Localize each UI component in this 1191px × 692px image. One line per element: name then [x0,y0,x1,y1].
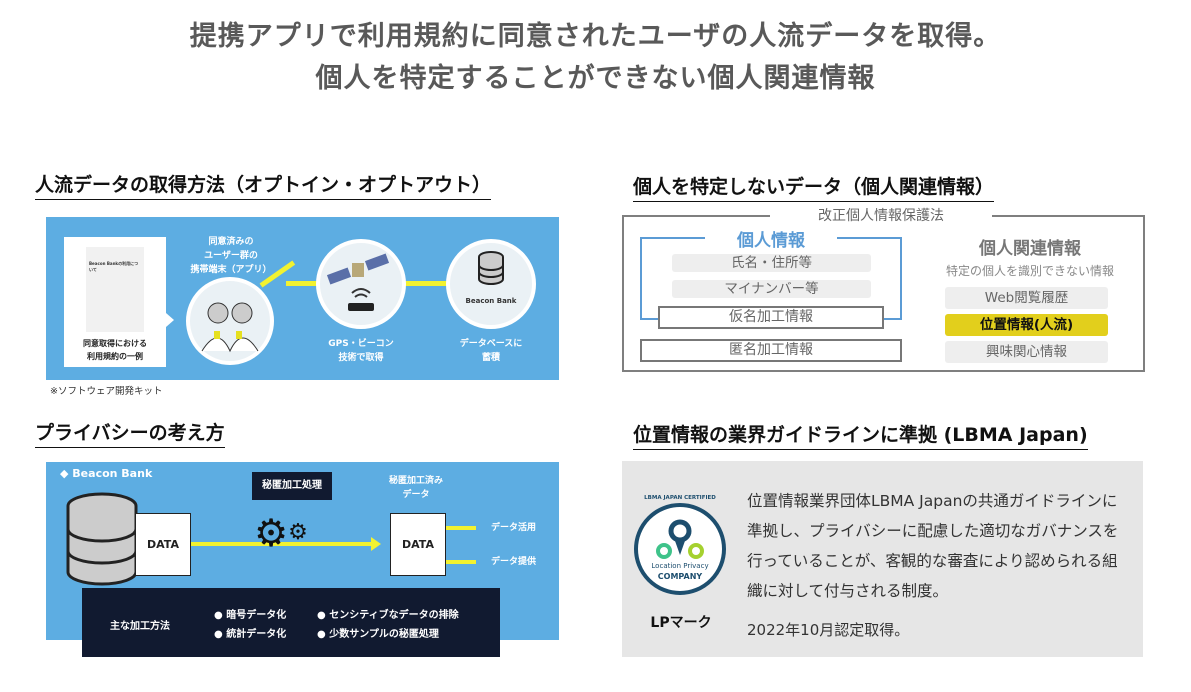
methods-title: 主な加工方法 [110,621,170,632]
output-provide: データ提供 [491,557,537,567]
connector-line [406,281,446,286]
page-title-line1: 提携アプリで利用規約に同意されたユーザの人流データを取得。 [189,21,1002,52]
method-item: ● 統計データ化 [214,629,287,640]
badge-bottom-text: COMPANY [657,572,703,581]
lp-mark-label: LPマーク [650,615,712,631]
satellite-icon [326,253,390,311]
output-arrow [446,560,476,564]
arrow-head [371,537,381,551]
process-label: 秘匿加工処理 [252,472,332,500]
database-illustration: Beacon Bank [446,239,536,329]
output-use: データ活用 [491,523,537,533]
methods-box: 主な加工方法 ● 暗号データ化 ● 統計データ化 ● センシティブなデータの排除… [82,588,500,657]
method-item: ● 少数サンプルの秘匿処理 [317,629,439,640]
raw-data-doc: DATA [135,513,191,576]
database-icon [478,251,504,285]
law-label: 改正個人情報保護法 [770,205,992,225]
related-info-subtitle: 特定の個人を識別できない情報 [945,264,1114,278]
processed-label: 秘匿加工済み データ [388,476,443,500]
pseudonymized-info: 仮名加工情報 [658,306,884,329]
speech-pointer [166,313,174,327]
section-heading-acquisition: 人流データの取得方法（オプトイン・オプトアウト） [35,170,492,200]
method-item: ● センシティブなデータの排除 [317,610,459,621]
acquisition-panel: Beacon Bankの利用について 同意取得における 利用規約の一例 同意済み… [46,217,559,380]
gps-illustration [316,239,406,329]
brand-name: Beacon Bank [72,467,153,480]
users-label: 同意済みの ユーザー群の 携帯端末（アプリ） [190,237,272,275]
related-item: Web閲覧履歴 [945,287,1108,309]
page-title-line2: 個人を特定することができない個人関連情報 [315,63,876,94]
terms-caption: 同意取得における 利用規約の一例 [83,339,147,361]
section-heading-privacy: プライバシーの考え方 [35,418,225,448]
people-icon [201,302,259,353]
output-arrow [446,526,476,530]
personal-item: マイナンバー等 [672,280,871,298]
db-label: データベースに 蓄積 [459,339,523,363]
gps-label: GPS・ビーコン 技術で取得 [328,339,394,363]
personal-item: 氏名・住所等 [672,254,871,272]
processed-data-doc: DATA [390,513,446,576]
lp-mark-badge: LBMA JAPAN CERTIFIED Location Privacy CO… [634,495,726,595]
terms-document: Beacon Bankの利用について 同意取得における 利用規約の一例 [64,237,166,367]
related-info-title: 個人関連情報 [979,239,1081,259]
certification-date: 2022年10月認定取得。 [747,621,910,639]
process-arrow [191,542,371,546]
footnote: ※ソフトウェア開発キット [50,386,163,397]
guideline-box: LBMA JAPAN CERTIFIED Location Privacy CO… [622,461,1143,657]
related-item: 興味関心情報 [945,341,1108,363]
section-heading-guideline: 位置情報の業界ガイドラインに準拠 (LBMA Japan) [633,420,1088,450]
location-pin-icon [656,519,704,559]
section-heading-non-personal: 個人を特定しないデータ（個人関連情報） [633,172,995,202]
badge-top-text: LBMA JAPAN CERTIFIED [644,495,716,501]
gears-icon: ⚙⚙ [254,511,308,555]
terms-screen: Beacon Bankの利用について [86,247,144,332]
badge-mid-text: Location Privacy [651,562,709,570]
method-item: ● 暗号データ化 [214,610,287,621]
guideline-description: 位置情報業界団体LBMA Japanの共通ガイドラインに準拠し、プライバシーに配… [747,492,1119,600]
beacon-bank-logo: Beacon Bank [465,297,517,305]
beacon-bank-logo: ◆ Beacon Bank [60,467,153,480]
related-item-highlighted: 位置情報(人流) [945,314,1108,336]
personal-info-label: 個人情報 [705,226,837,251]
database-icon [66,492,138,586]
anonymized-info: 匿名加工情報 [640,339,902,362]
users-illustration [186,277,274,365]
